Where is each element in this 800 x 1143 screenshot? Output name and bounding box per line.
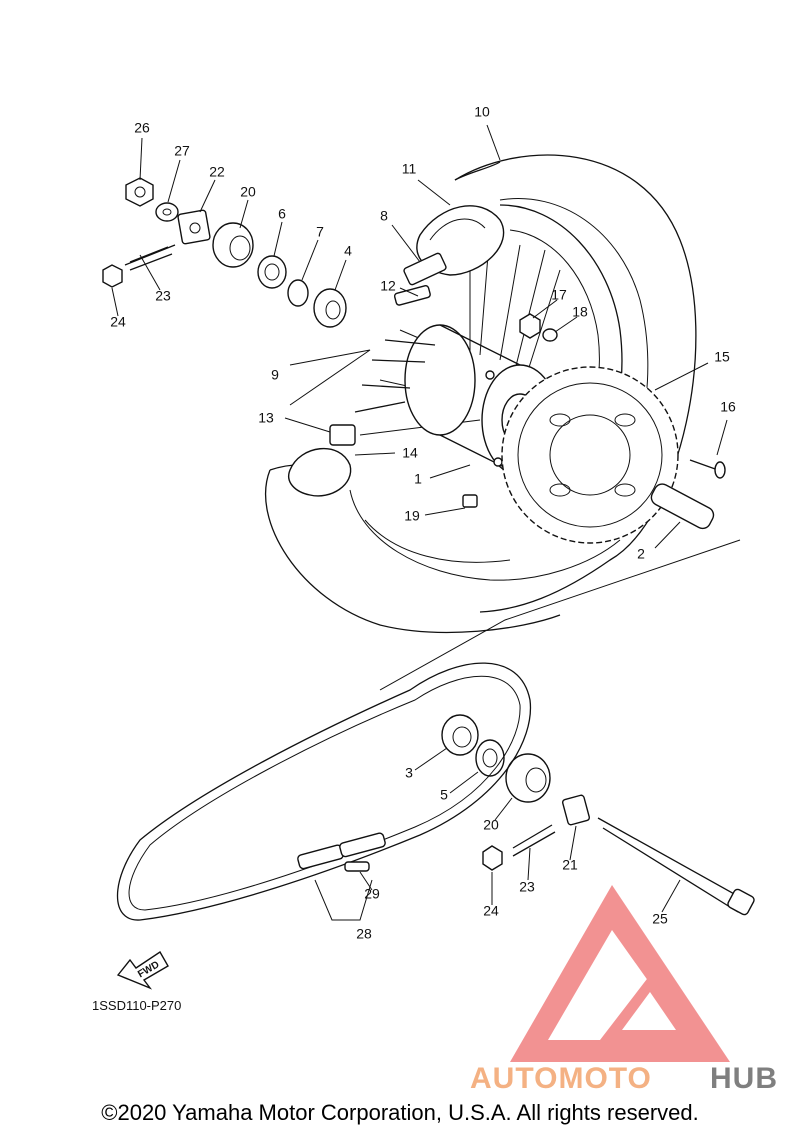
callout-1: 1	[414, 471, 422, 487]
callout-leaders	[111, 124, 728, 913]
callout-10: 10	[474, 104, 490, 120]
callout-14: 14	[402, 445, 418, 461]
hub-bolts	[289, 339, 436, 413]
forward-arrow-icon: FWD	[116, 951, 169, 990]
callout-12: 12	[380, 278, 396, 294]
callout-26: 26	[134, 120, 150, 136]
callout-numbers: 1 2 3 4 5 6 7 8 9 10 11 12 13 14 15 16 1…	[110, 104, 736, 942]
callout-4: 4	[344, 243, 352, 259]
callout-24b: 24	[483, 903, 499, 919]
callout-11: 11	[402, 161, 417, 177]
callout-21: 21	[562, 857, 578, 873]
callout-28: 28	[356, 926, 372, 942]
callout-27: 27	[174, 143, 190, 159]
rim-lock-and-tube	[288, 205, 505, 497]
callout-23b: 23	[519, 879, 535, 895]
copyright-notice: ©2020 Yamaha Motor Corporation, U.S.A. A…	[101, 1100, 699, 1125]
callout-13: 13	[258, 410, 274, 426]
callout-17: 17	[551, 287, 567, 303]
callout-18: 18	[572, 304, 588, 320]
callout-15: 15	[714, 349, 730, 365]
lower-parts	[116, 539, 755, 921]
callout-7: 7	[316, 224, 324, 240]
watermark-part1: AUTOMOTO	[470, 1062, 652, 1095]
callout-3: 3	[405, 765, 413, 781]
watermark-logo-icon	[510, 885, 730, 1062]
left-axle-parts	[102, 177, 347, 328]
callout-2: 2	[637, 546, 645, 562]
watermark-part2: HUB	[710, 1062, 778, 1095]
callout-9: 9	[271, 367, 279, 383]
callout-6: 6	[278, 206, 286, 222]
callout-19: 19	[404, 508, 420, 524]
callout-29: 29	[364, 886, 380, 902]
watermark-text: AUTOMOTO HUB	[470, 1062, 778, 1095]
callout-23a: 23	[155, 288, 171, 304]
callout-25: 25	[652, 911, 668, 927]
callout-22: 22	[209, 164, 225, 180]
sprocket	[501, 366, 679, 544]
diagram-code: 1SSD110-P270	[92, 998, 181, 1013]
callout-24a: 24	[110, 314, 126, 330]
callout-16: 16	[720, 399, 736, 415]
callout-5: 5	[440, 787, 448, 803]
callout-20b: 20	[483, 817, 499, 833]
callout-20a: 20	[240, 184, 256, 200]
right-hub-parts	[462, 313, 726, 530]
callout-8: 8	[380, 208, 388, 224]
